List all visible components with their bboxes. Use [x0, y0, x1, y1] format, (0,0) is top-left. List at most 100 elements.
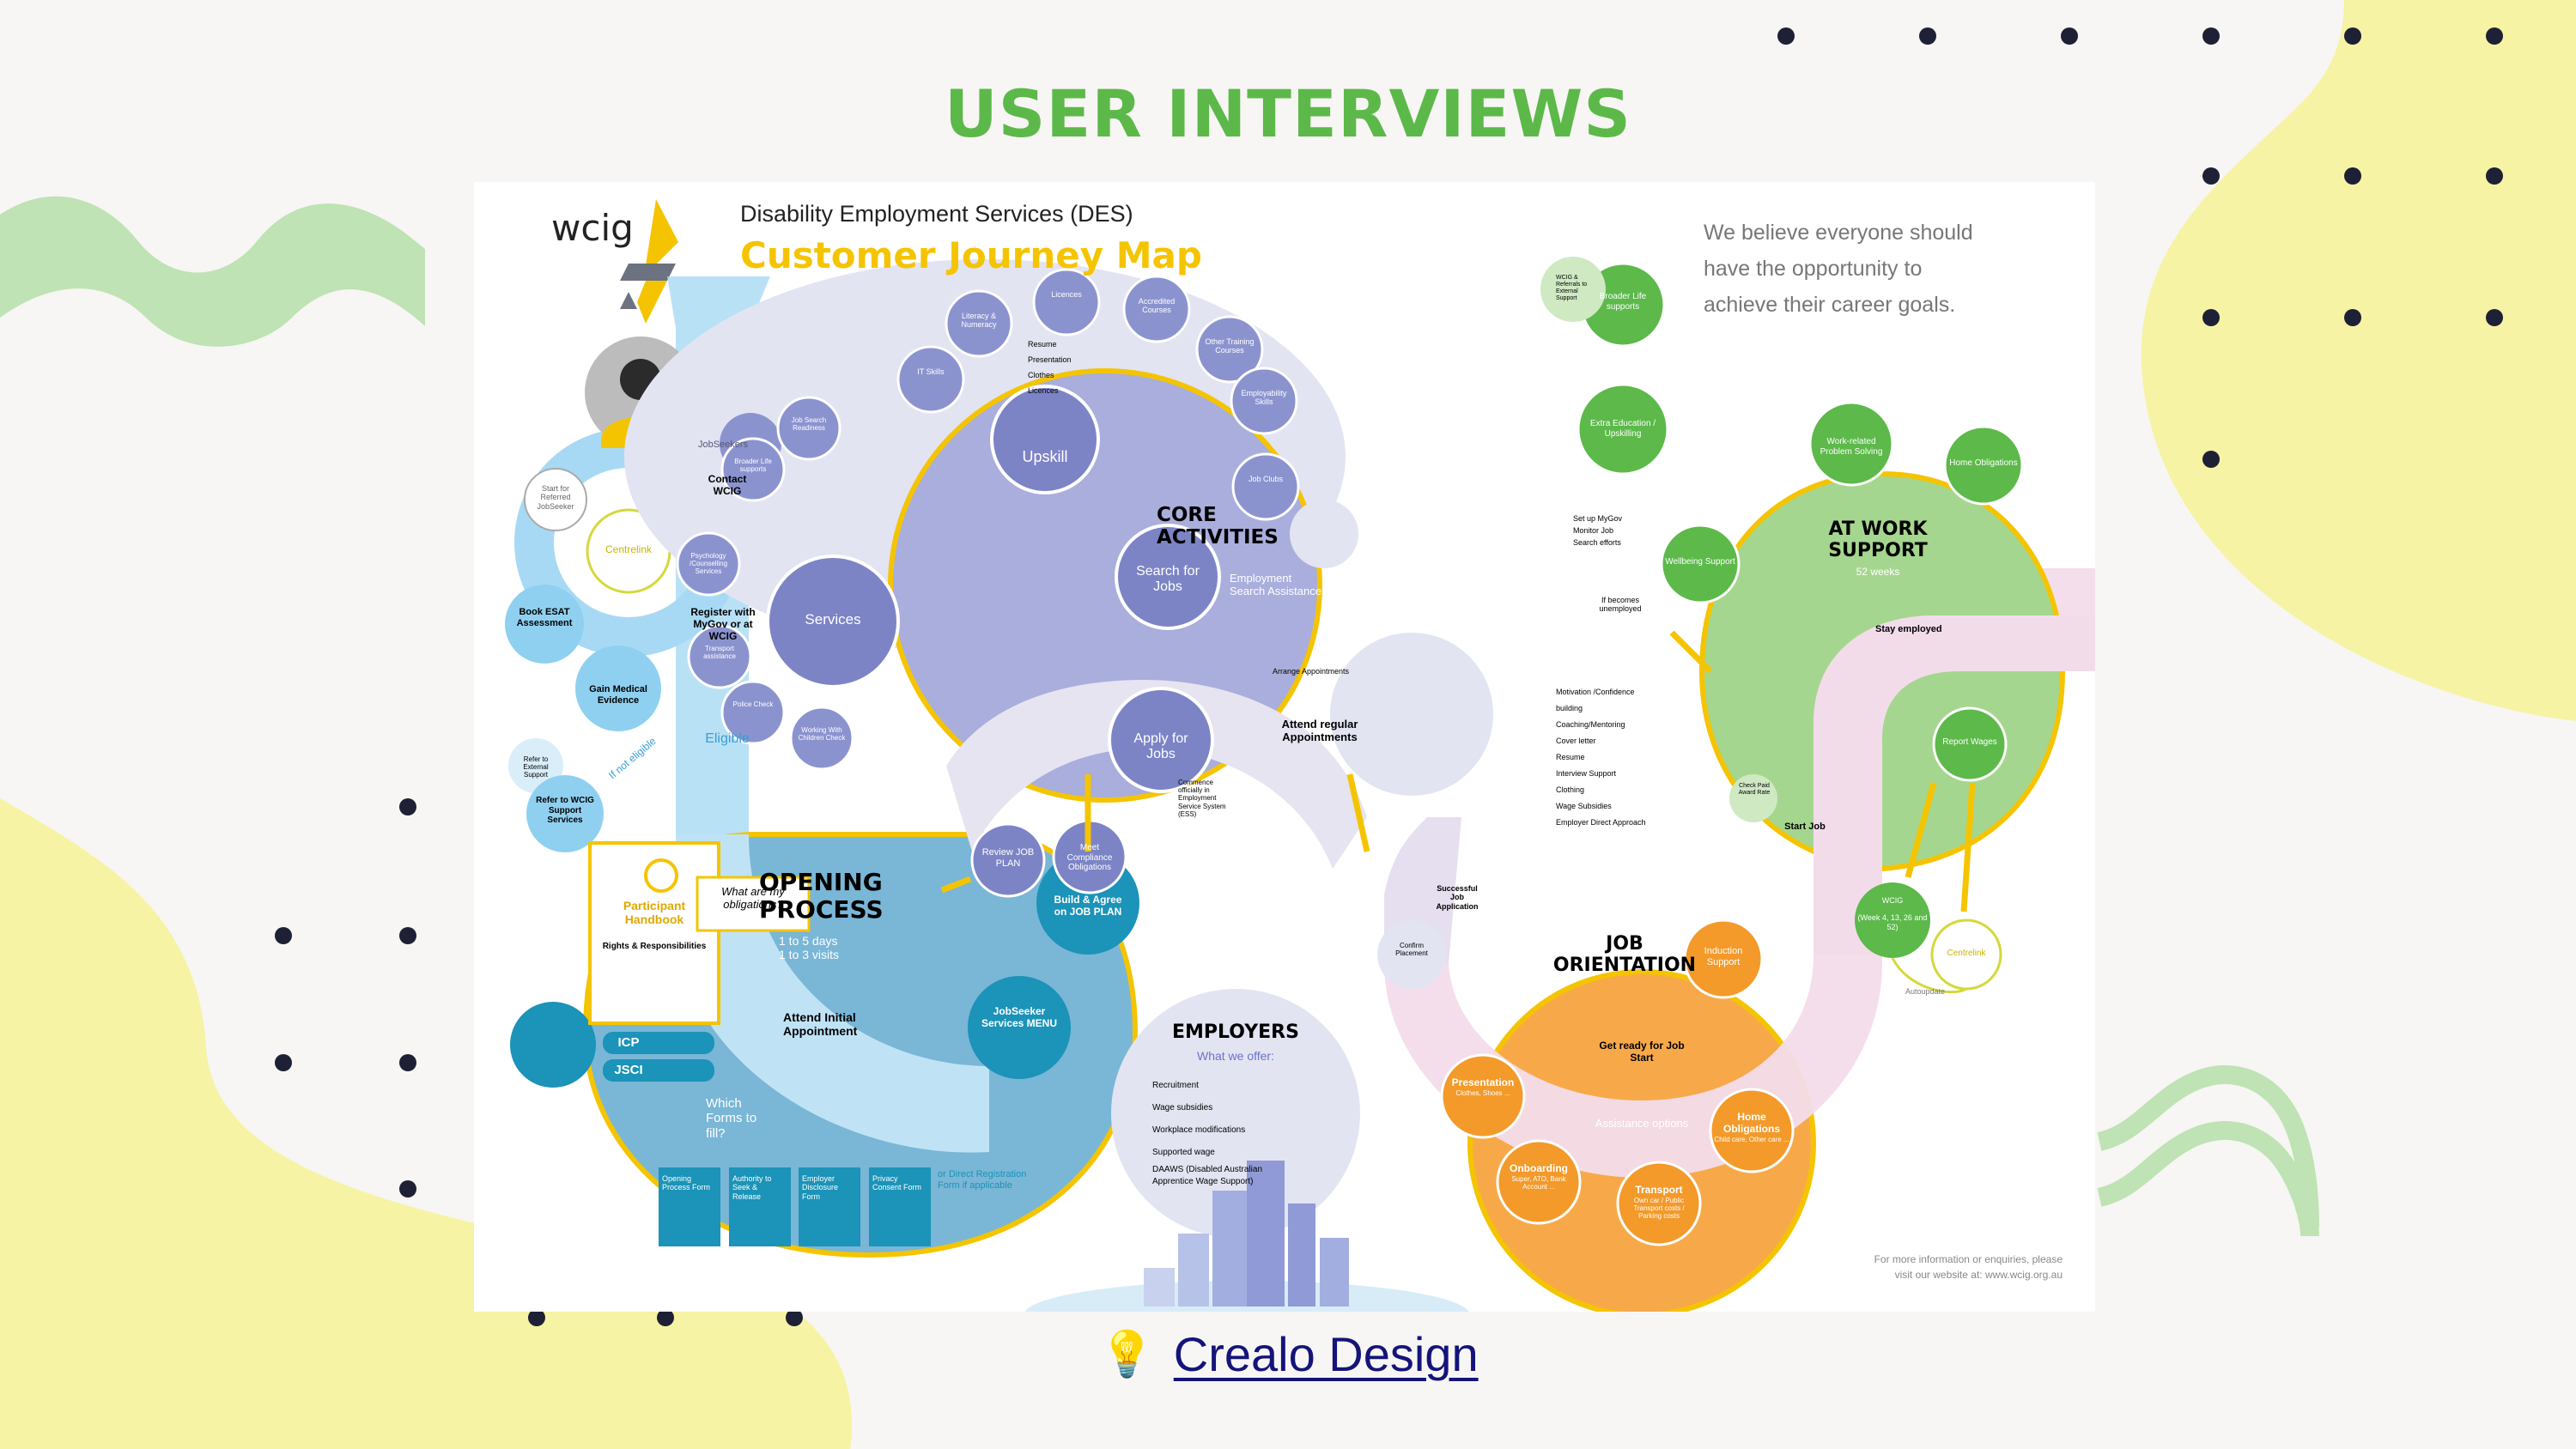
bubble-node: [720, 437, 786, 502]
tagline: We believe everyone should have the oppo…: [1704, 221, 1973, 317]
decor-dot: [2202, 451, 2220, 468]
form-card: Opening Process Form: [662, 1174, 711, 1192]
bubble-label: Psychology /Counselling Services: [689, 552, 728, 576]
induction-support-node: [1683, 919, 1764, 999]
referral-start-node: [524, 468, 587, 531]
form-card: Privacy Consent Form: [872, 1174, 922, 1192]
org-subtitle: Disability Employment Services (DES): [740, 201, 1133, 227]
search-jobs-node: [1115, 524, 1221, 630]
flow-arrows: [940, 630, 1976, 912]
problem-solving-node: [1808, 401, 1894, 487]
at-work-item: Home Obligations: [1949, 458, 2018, 468]
decor-dot: [2061, 27, 2078, 45]
decor-dot: [2344, 27, 2361, 45]
bubble-label: Transport assistance: [703, 645, 736, 661]
decor-dot: [275, 927, 292, 944]
bubble-node: [896, 345, 965, 414]
medical-evidence-node: [575, 646, 661, 731]
wcig-checkin-node: [1855, 882, 1930, 958]
bubble-label: Job Clubs: [1248, 475, 1284, 483]
bubble-label: Other Training Courses: [1205, 337, 1255, 355]
form-card: Employer Disclosure Form: [802, 1174, 839, 1201]
decor-dot: [2344, 309, 2361, 326]
speech-bubble: [696, 876, 811, 932]
assessment-icon: [510, 1002, 596, 1088]
crealo-design-link[interactable]: Crealo Design: [1173, 1327, 1479, 1381]
at-work-item: Wellbeing Support: [1665, 557, 1735, 567]
decor-dot: [2202, 27, 2220, 45]
decor-dot: [2486, 27, 2503, 45]
eligible-label: Eligible: [705, 731, 750, 746]
transport-node: [1616, 1161, 1702, 1246]
journey-map-graphics: [505, 199, 2095, 1312]
bubble-label: Literacy & Numeracy: [961, 312, 997, 330]
decor-dot: [1919, 27, 1936, 45]
employers-offer-list: Recruitment Wage subsidies Workplace mod…: [1152, 1081, 1263, 1186]
decor-dot: [2202, 309, 2220, 326]
readiness-list: Resume Presentation Clothes Licences: [1028, 340, 1072, 395]
bubble-node: [687, 624, 752, 689]
job-orientation-area: [1384, 568, 2095, 1312]
bubble-label: Employability Skills: [1241, 389, 1287, 407]
upskill-node: [990, 385, 1100, 494]
bubble-node: [720, 680, 786, 745]
bubble-node: [1122, 275, 1191, 343]
bubble-node: [1230, 367, 1298, 435]
dot-pattern: [275, 27, 2503, 1326]
at-work-item: Report Wages: [1942, 737, 1997, 747]
wellbeing-support-node: [1660, 524, 1741, 604]
journey-map-poster: wcig Disability Employment Services (DES…: [474, 182, 2095, 1312]
yellow-blob-right: [2141, 0, 2576, 721]
bubble-label: Working With Children Check: [798, 726, 846, 743]
employers-title: EMPLOYERS: [1172, 1022, 1299, 1043]
bubble-node: [945, 289, 1013, 358]
extra-education-node: [1577, 383, 1669, 476]
decor-dot: [2344, 167, 2361, 185]
decor-dot: [2486, 167, 2503, 185]
home-obligations-node: [1709, 1088, 1795, 1173]
apply-support-items: Motivation /Confidence building Coaching…: [1556, 688, 1646, 827]
report-wages-node: [1932, 706, 2008, 782]
home-obligations-work-node: [1943, 425, 2024, 506]
apply-support-list: [1330, 633, 1493, 796]
register-label: Register with MyGov or at WCIG: [690, 606, 756, 642]
bubble-label: Broader Life supports: [734, 458, 772, 474]
wcig-logo-text: wcig: [551, 207, 634, 249]
bubble-label: Job Search Readiness: [791, 416, 827, 433]
review-plan-node: [970, 822, 1046, 898]
at-work-item: Work-related Problem Solving: [1820, 437, 1883, 457]
upskill-bubbles: [896, 268, 1300, 521]
bubble-node: [1231, 452, 1300, 521]
onboding-node: [1496, 1139, 1582, 1225]
bubble-label: Licences: [1051, 290, 1082, 299]
slide-title: USER INTERVIEWS: [944, 76, 1632, 152]
bubble-node: [776, 396, 841, 461]
decor-dot: [657, 1309, 674, 1326]
services-node: [766, 555, 900, 688]
opening-process-area: [510, 832, 1139, 1258]
green-wave-left: [0, 196, 425, 347]
decor-dot: [2202, 167, 2220, 185]
bubble-node: [789, 706, 854, 771]
form-card: Authority to Seek & Release: [732, 1174, 772, 1201]
service-bubbles: [676, 396, 854, 771]
bubble-node: [676, 531, 741, 597]
wcig-logo-icon: [620, 199, 678, 324]
forms-row: [659, 1167, 931, 1246]
bubble-label: Accredited Courses: [1138, 297, 1176, 315]
jobseeker-menu-node: [968, 976, 1071, 1079]
confirm-placement-node: [1377, 920, 1446, 989]
decor-dot: [275, 1054, 292, 1071]
decor-dot: [528, 1309, 545, 1326]
contact-wcig-label: Contact WCIG: [708, 473, 747, 497]
bubble-label: IT Skills: [917, 367, 945, 376]
decor-dot: [399, 927, 416, 944]
credit-row: 💡 Crealo Design: [1099, 1326, 1479, 1382]
